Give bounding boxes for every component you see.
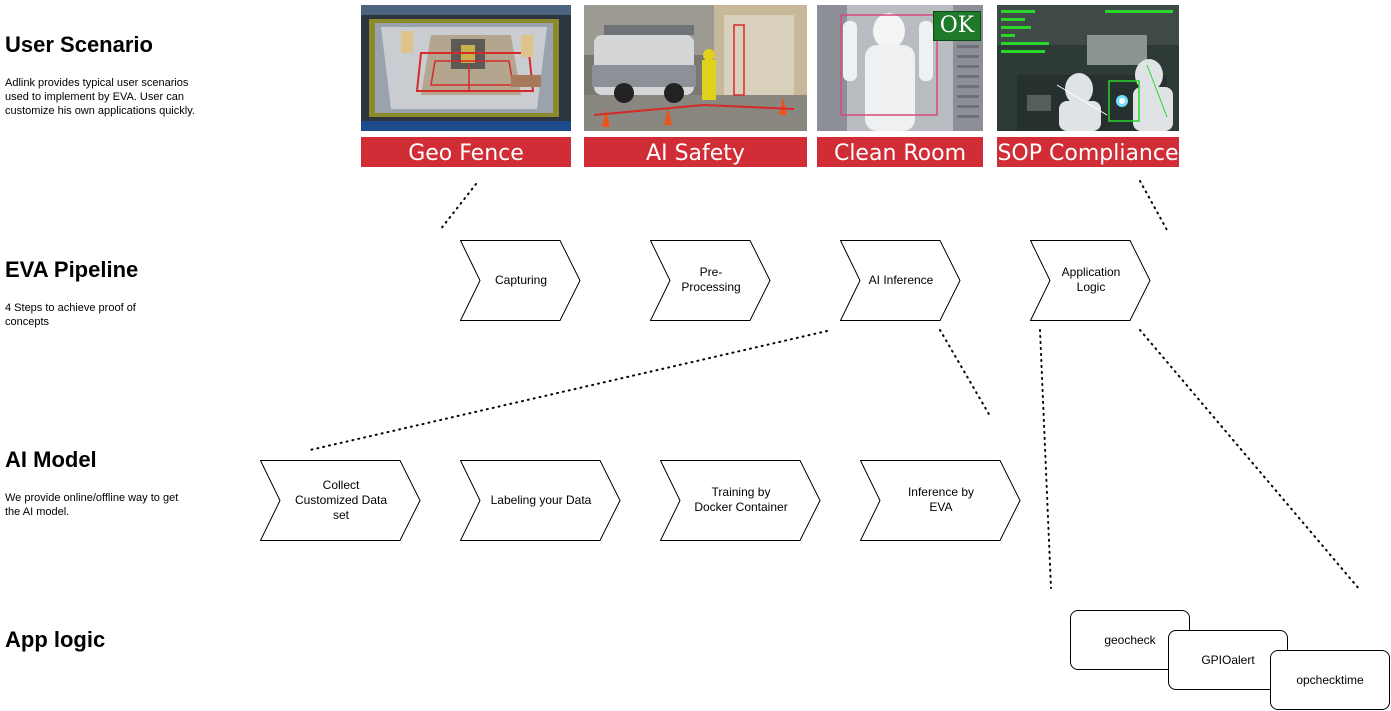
user-scenario-desc: Adlink provides typical user scenarios u… [5, 77, 195, 117]
model-step-training: Training by Docker Container [660, 460, 821, 541]
eva-pipeline-desc: 4 Steps to achieve proof of concepts [5, 302, 136, 328]
sop-compliance-photo [997, 5, 1179, 131]
ai-safety-photo [584, 5, 807, 131]
geo-fence-label: Geo Fence [361, 137, 571, 167]
clean-room-label: Clean Room [817, 137, 983, 167]
pipeline-step-capturing: Capturing [460, 240, 581, 321]
pipeline-step-label: Pre- Processing [681, 265, 741, 294]
connector-applogic-right [1139, 329, 1361, 591]
pipeline-step-pre-processing: Pre- Processing [650, 240, 771, 321]
connector-inference-right [939, 329, 991, 417]
pipeline-step-application-logic: Application Logic [1030, 240, 1151, 321]
model-step-inference: Inference by EVA [860, 460, 1021, 541]
scenario-sop-compliance: SOP Compliance [997, 5, 1179, 167]
app-card-opchecktime: opchecktime [1270, 650, 1390, 710]
eva-pipeline-title: EVA Pipeline [5, 257, 139, 282]
pipeline-step-ai-inference: AI Inference [840, 240, 961, 321]
sop-compliance-label: SOP Compliance [997, 137, 1179, 167]
connector-applogic-left [1039, 329, 1052, 589]
clean-room-ok-badge: OK [933, 11, 981, 41]
ai-safety-label: AI Safety [584, 137, 807, 167]
user-scenario-title: User Scenario [5, 32, 153, 57]
connector-geo-fence [439, 183, 477, 231]
scenario-ai-safety: AI Safety [584, 5, 807, 167]
clean-room-photo: OK [817, 5, 983, 131]
model-step-label: Labeling your Data [490, 492, 592, 507]
model-step-label: Training by Docker Container [694, 485, 788, 514]
scenario-geo-fence: Geo Fence [361, 5, 571, 167]
app-logic-title: App logic [5, 627, 106, 652]
pipeline-step-label: AI Inference [868, 272, 934, 287]
geo-fence-photo [361, 5, 571, 131]
ai-model-title: AI Model [5, 447, 97, 472]
connector-sop [1139, 180, 1168, 231]
connector-inference-left [309, 330, 828, 451]
model-step-label: Inference by EVA [907, 485, 975, 514]
pipeline-step-label: Application Logic [1061, 265, 1121, 294]
pipeline-step-label: Capturing [494, 272, 548, 287]
scenario-clean-room: OK Clean Room [817, 5, 983, 167]
model-step-label: Collect Customized Data set [294, 477, 388, 522]
model-step-labeling: Labeling your Data [460, 460, 621, 541]
model-step-collect-data: Collect Customized Data set [260, 460, 421, 541]
ai-model-desc: We provide online/offline way to get the… [5, 492, 179, 518]
